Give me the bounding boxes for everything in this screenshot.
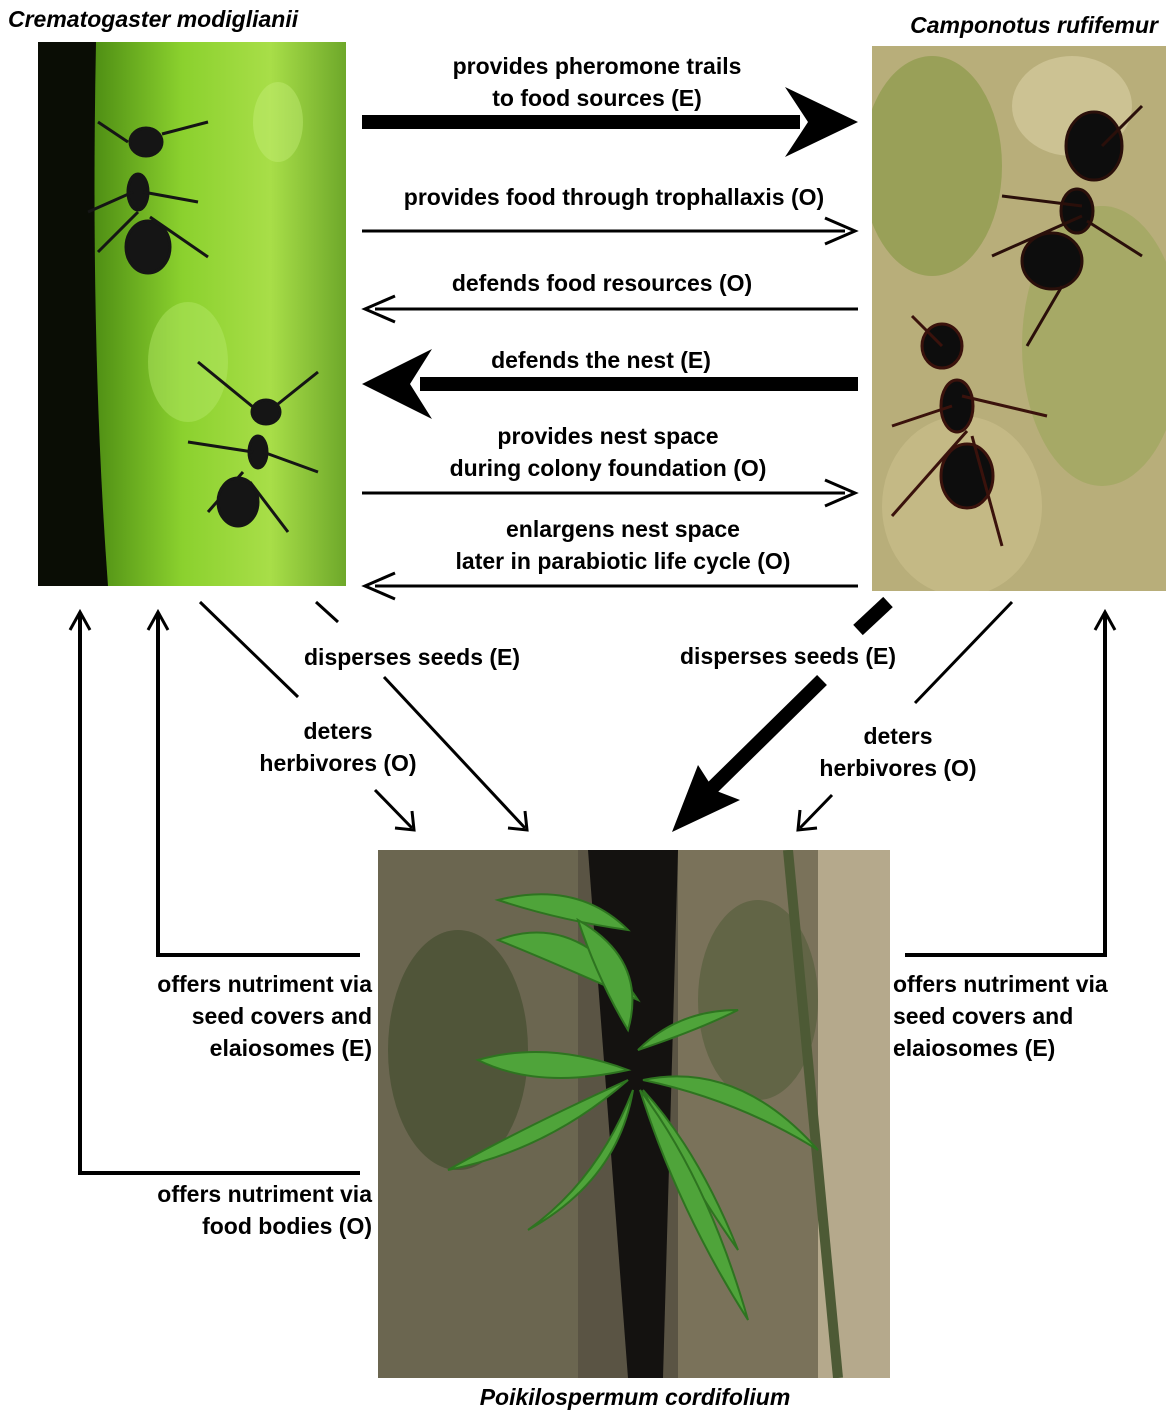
- label-disperses-left: disperses seeds (E): [304, 641, 520, 673]
- label-defends-nest: defends the nest (E): [362, 344, 840, 376]
- label-offers-left-line1: offers nutriment via: [100, 968, 372, 1000]
- label-deters-right-line1: deters: [800, 720, 996, 752]
- label-nest-space-line2: during colony foundation (O): [362, 452, 854, 484]
- label-food-bodies-line2: food bodies (O): [100, 1210, 372, 1242]
- arrow-disperses-right: [672, 602, 888, 832]
- label-deters-right-line2: herbivores (O): [800, 752, 996, 784]
- label-nest-space-line1: provides nest space: [362, 420, 854, 452]
- label-pheromone-line1: provides pheromone trails: [362, 50, 832, 82]
- label-deters-left-line2: herbivores (O): [240, 747, 436, 779]
- label-offers-right-line1: offers nutriment via: [893, 968, 1163, 1000]
- label-enlargens-line2: later in parabiotic life cycle (O): [362, 545, 884, 577]
- label-offers-left-line3: elaiosomes (E): [100, 1032, 372, 1064]
- label-food-bodies-line1: offers nutriment via: [100, 1178, 372, 1210]
- label-offers-right-line2: seed covers and: [893, 1000, 1163, 1032]
- label-offers-left: offers nutriment via seed covers and ela…: [100, 968, 372, 1064]
- label-offers-left-line2: seed covers and: [100, 1000, 372, 1032]
- label-offers-right-line3: elaiosomes (E): [893, 1032, 1163, 1064]
- label-nest-space: provides nest space during colony founda…: [362, 420, 854, 484]
- label-food-bodies: offers nutriment via food bodies (O): [100, 1178, 372, 1242]
- arrow-deters-right: [798, 602, 1012, 830]
- label-defends-food: defends food resources (O): [362, 267, 842, 299]
- label-deters-left-line1: deters: [240, 715, 436, 747]
- label-pheromone-trails: provides pheromone trails to food source…: [362, 50, 832, 114]
- label-enlargens-line1: enlargens nest space: [362, 513, 884, 545]
- label-trophallaxis: provides food through trophallaxis (O): [358, 181, 870, 213]
- label-enlargens: enlargens nest space later in parabiotic…: [362, 513, 884, 577]
- label-offers-right: offers nutriment via seed covers and ela…: [893, 968, 1163, 1064]
- label-disperses-right: disperses seeds (E): [680, 640, 896, 672]
- arrow-food-bodies: [70, 612, 360, 1173]
- arrow-defends-food: [365, 296, 858, 322]
- label-deters-right: deters herbivores (O): [800, 720, 996, 784]
- label-pheromone-line2: to food sources (E): [362, 82, 832, 114]
- arrow-trophallaxis: [362, 218, 855, 244]
- label-deters-left: deters herbivores (O): [240, 715, 436, 779]
